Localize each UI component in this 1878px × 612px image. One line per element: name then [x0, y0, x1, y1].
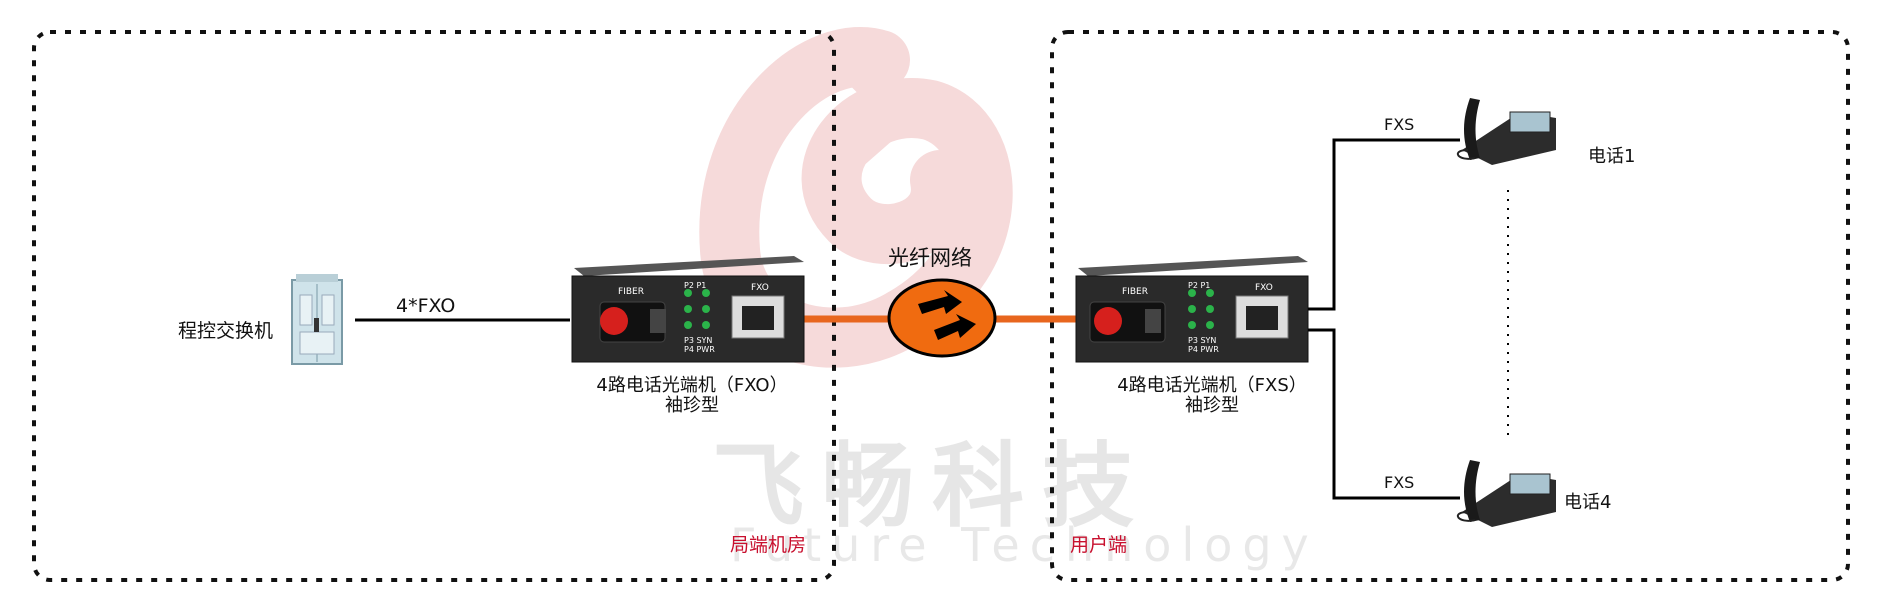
- switch-cabinet-icon: [291, 274, 343, 365]
- watermark-cn: 飞畅科技: [712, 432, 1153, 540]
- fxo-panel-fiber: FIBER: [618, 287, 644, 297]
- fxo-panel-port: FXO: [751, 283, 769, 293]
- fxs-device-subtitle: 袖珍型: [1185, 395, 1239, 416]
- fxs-panel-led-b2: P4 PWR: [1188, 345, 1219, 354]
- zone-user-side-border: [1050, 30, 1850, 582]
- fxo-panel-led-top: P2 P1: [684, 281, 707, 290]
- fxo-device-caption: 4路电话光端机（FXO） 袖珍型: [594, 376, 790, 416]
- fxs-label-1: FXS: [1384, 115, 1415, 134]
- fxo-panel-led-b1: P3 SYN: [684, 336, 713, 345]
- switch-label: 程控交换机: [178, 320, 274, 342]
- fxs-panel-fiber: FIBER: [1122, 287, 1148, 297]
- fxo-device-subtitle: 袖珍型: [665, 395, 719, 416]
- fxs-device-name: 4路电话光端机（FXS）: [1117, 375, 1307, 396]
- phone-4-label: 电话4: [1564, 492, 1612, 513]
- fxs-panel-port: FXO: [1255, 283, 1273, 293]
- fxs-device-icon: [1075, 256, 1309, 363]
- fxs-label-4: FXS: [1384, 473, 1415, 492]
- phone-1-label: 电话1: [1588, 146, 1636, 167]
- fxs-device-caption: 4路电话光端机（FXS） 袖珍型: [1104, 376, 1320, 416]
- zone-label-central-office: 局端机房: [730, 534, 807, 556]
- fxs-panel-led-top: P2 P1: [1188, 281, 1211, 290]
- fxs-link-line-4: [1308, 328, 1460, 500]
- fxo-panel-led-b2: P4 PWR: [684, 345, 715, 354]
- fiber-network-label: 光纤网络: [888, 246, 972, 270]
- zone-label-user-side: 用户端: [1070, 534, 1128, 556]
- fiber-network-icon: [887, 278, 997, 358]
- fxo-device-icon: [571, 256, 805, 363]
- fxs-panel-led-b1: P3 SYN: [1188, 336, 1217, 345]
- fxo-device-name: 4路电话光端机（FXO）: [596, 375, 788, 396]
- fxo-link-label: 4*FXO: [396, 295, 456, 317]
- fxs-link-line-1: [1308, 138, 1460, 311]
- watermark-en: Future Technology: [730, 518, 1319, 572]
- phone-4-icon: [1456, 460, 1556, 527]
- phone-1-icon: [1456, 98, 1556, 165]
- zone-central-office-border: [32, 30, 836, 582]
